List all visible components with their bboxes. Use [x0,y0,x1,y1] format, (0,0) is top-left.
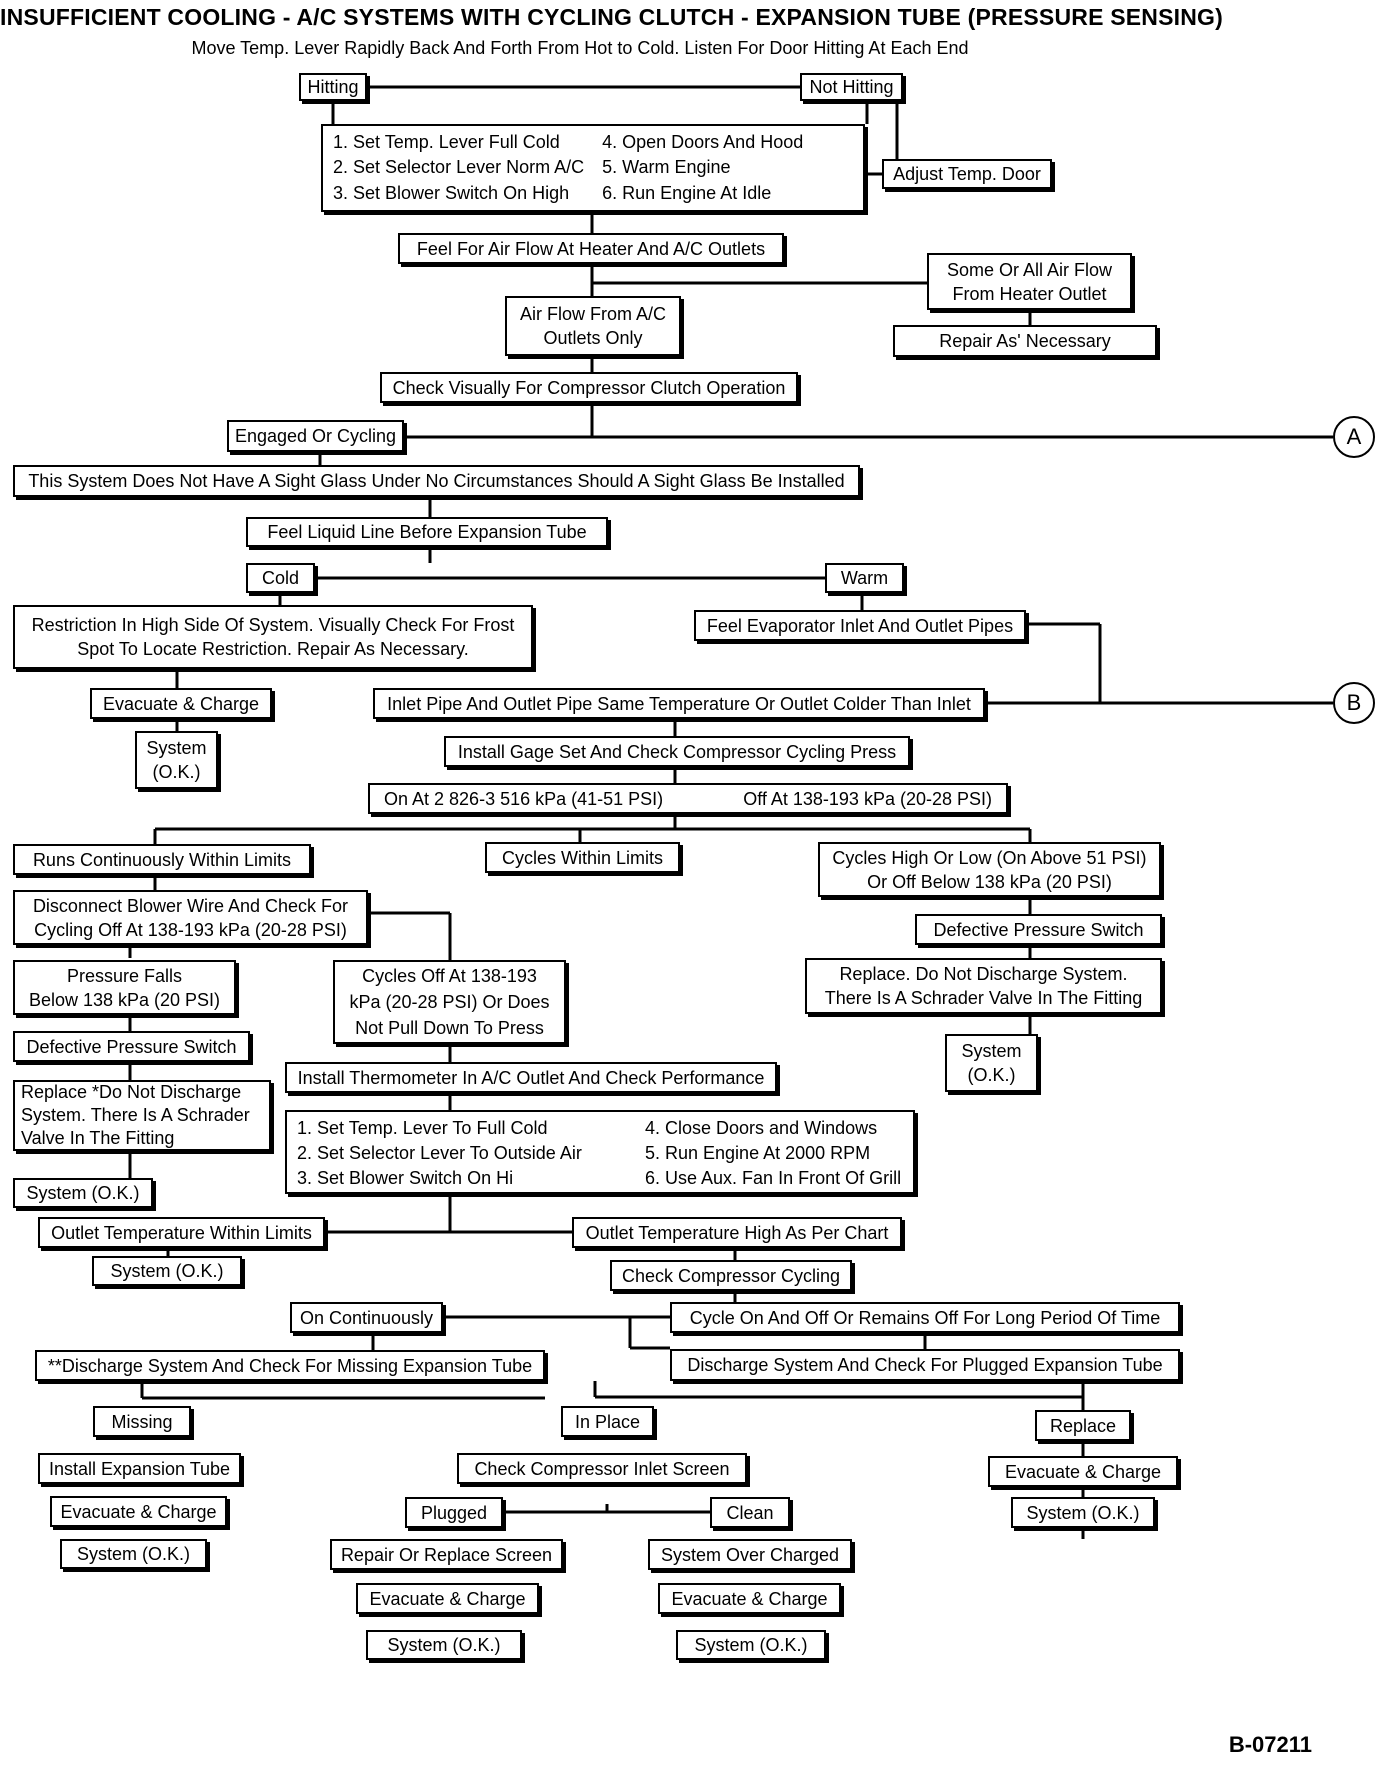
steps-preparation: 1. Set Temp. Lever Full Cold 4. Open Doo… [321,124,865,212]
box-discharge-plugged: Discharge System And Check For Plugged E… [670,1349,1180,1381]
box-system-ok-p: System (O.K.) [366,1630,522,1660]
box-plugged: Plugged [405,1497,503,1528]
box-replace-left: Replace *Do Not Discharge System. There … [13,1080,271,1151]
box-clean: Clean [710,1497,790,1528]
box-feel-evap-pipes: Feel Evaporator Inlet And Outlet Pipes [694,610,1026,641]
box-restriction-high-side: Restriction In High Side Of System. Visu… [13,605,533,669]
perf-step-2: 2. Set Selector Lever To Outside Air [297,1143,582,1163]
box-cycles-high-low: Cycles High Or Low (On Above 51 PSI) Or … [818,842,1161,897]
box-inlet-outlet-same: Inlet Pipe And Outlet Pipe Same Temperat… [373,688,985,719]
perf-step-4: 4. Close Doors and Windows [645,1118,878,1138]
box-engaged-cycling: Engaged Or Cycling [227,420,404,452]
box-in-place: In Place [561,1406,654,1437]
box-not-hitting: Not Hitting [800,73,903,101]
box-cycle-on-off: Cycle On And Off Or Remains Off For Long… [670,1302,1180,1333]
box-outlet-within: Outlet Temperature Within Limits [38,1217,325,1248]
box-system-ok-left: System (O.K.) [13,1178,153,1208]
box-check-inlet-screen: Check Compressor Inlet Screen [457,1453,747,1484]
box-evacuate-charge-r: Evacuate & Charge [988,1456,1178,1487]
box-runs-continuously: Runs Continuously Within Limits [13,844,311,875]
box-pressure-falls: Pressure Falls Below 138 kPa (20 PSI) [13,960,236,1015]
box-system-ok-1: System (O.K.) [135,731,218,789]
box-repair-screen: Repair Or Replace Screen [330,1539,563,1570]
box-system-ok-within: System (O.K.) [92,1256,242,1286]
steps-performance-test: 1. Set Temp. Lever To Full Cold 4. Close… [285,1110,915,1194]
box-repair-as-necessary: Repair As' Necessary [893,325,1157,357]
step-2: 2. Set Selector Lever Norm A/C [333,157,585,178]
box-check-clutch: Check Visually For Compressor Clutch Ope… [380,372,798,403]
diagram-title: INSUFFICIENT COOLING - A/C SYSTEMS WITH … [0,4,1223,30]
box-system-ok-right: System (O.K.) [945,1034,1038,1092]
box-evacuate-charge-1: Evacuate & Charge [90,688,272,719]
connector-b: B [1333,682,1375,724]
box-missing: Missing [93,1406,191,1437]
box-evacuate-charge-c: Evacuate & Charge [658,1583,841,1614]
box-evacuate-charge-m: Evacuate & Charge [50,1496,227,1527]
box-install-tube: Install Expansion Tube [38,1453,241,1484]
perf-step-1: 1. Set Temp. Lever To Full Cold [297,1118,548,1138]
box-air-ac-only: Air Flow From A/C Outlets Only [505,296,681,356]
step-6: 6. Run Engine At Idle [602,182,772,203]
box-discharge-missing: **Discharge System And Check For Missing… [35,1350,545,1381]
box-system-ok-r: System (O.K.) [1011,1497,1155,1528]
box-evacuate-charge-p: Evacuate & Charge [356,1583,539,1614]
step-5: 5. Warm Engine [602,157,731,178]
box-hitting: Hitting [299,73,367,101]
box-cycles-off-at: Cycles Off At 138-193 kPa (20-28 PSI) Or… [333,960,566,1044]
step-3: 3. Set Blower Switch On High [333,182,570,203]
perf-step-6: 6. Use Aux. Fan In Front Of Grill [645,1168,902,1188]
box-warm: Warm [825,563,904,593]
step-1: 1. Set Temp. Lever Full Cold [333,132,560,152]
box-cycles-within: Cycles Within Limits [485,842,680,873]
box-cycling-pressure: On At 2 826-3 516 kPa (41-51 PSI) Off At… [368,783,1008,814]
step-4: 4. Open Doors And Hood [602,132,804,152]
box-replace-tube: Replace [1035,1410,1131,1441]
box-feel-liquid-line: Feel Liquid Line Before Expansion Tube [246,517,608,547]
box-disconnect-blower: Disconnect Blower Wire And Check For Cyc… [13,890,368,945]
box-defective-switch-right: Defective Pressure Switch [915,914,1162,945]
connector-a: A [1333,416,1375,458]
diagram-subtitle: Move Temp. Lever Rapidly Back And Forth … [191,38,969,58]
box-install-thermometer: Install Thermometer In A/C Outlet And Ch… [285,1062,777,1093]
box-feel-air-flow: Feel For Air Flow At Heater And A/C Outl… [398,233,784,264]
box-replace-right: Replace. Do Not Discharge System. There … [805,958,1162,1014]
box-cold: Cold [246,563,315,593]
box-check-cycling: Check Compressor Cycling [610,1260,852,1291]
box-system-ok-c: System (O.K.) [676,1630,826,1660]
on-at-pressure: On At 2 826-3 516 kPa (41-51 PSI) [384,788,664,809]
off-at-pressure: Off At 138-193 kPa (20-28 PSI) [743,788,992,809]
perf-step-3: 3. Set Blower Switch On Hi [297,1168,514,1188]
box-install-gage-set: Install Gage Set And Check Compressor Cy… [444,736,910,767]
box-over-charged: System Over Charged [648,1539,852,1570]
figure-id: B-07211 [1228,1732,1312,1757]
box-defective-switch-left: Defective Pressure Switch [13,1031,250,1062]
box-system-ok-m: System (O.K.) [60,1539,207,1569]
box-some-air-heater: Some Or All Air Flow From Heater Outlet [927,253,1132,310]
box-adjust-temp-door: Adjust Temp. Door [882,159,1052,189]
box-outlet-high: Outlet Temperature High As Per Chart [572,1217,902,1248]
box-on-continuously: On Continuously [290,1302,443,1333]
perf-step-5: 5. Run Engine At 2000 RPM [645,1143,871,1163]
box-no-sight-glass: This System Does Not Have A Sight Glass … [13,465,860,497]
